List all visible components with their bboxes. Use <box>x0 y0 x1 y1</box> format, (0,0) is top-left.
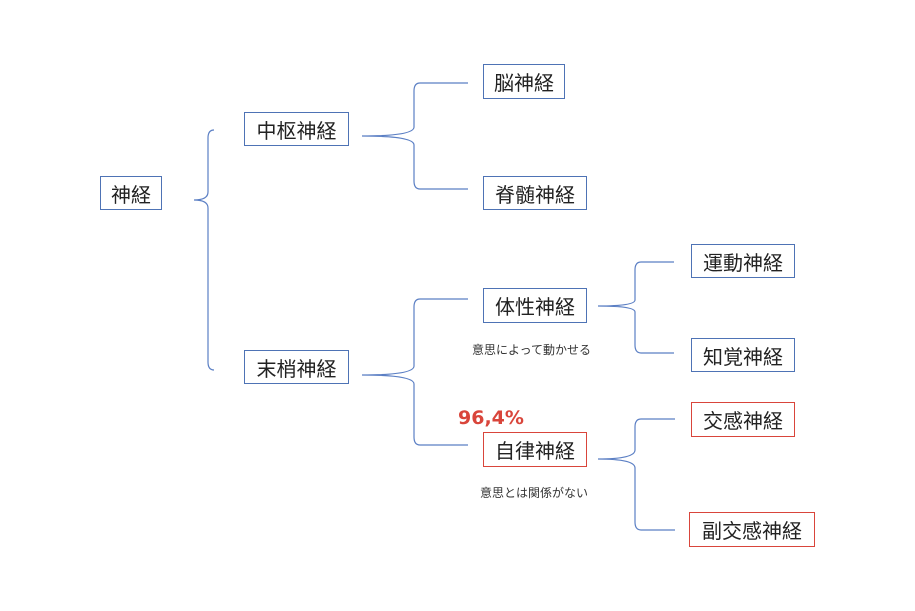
bracket-somatic <box>597 261 674 354</box>
node-sympathetic-nerve: 交感神経 <box>691 402 795 437</box>
node-somatic-nerve: 体性神経 <box>483 288 587 323</box>
node-brain-nerve: 脳神経 <box>483 64 565 99</box>
node-autonomic-nerve: 自律神経 <box>483 432 587 467</box>
node-nerve: 神経 <box>100 176 162 210</box>
node-peripheral-nerve: 末梢神経 <box>244 350 349 384</box>
node-central-nerve: 中枢神経 <box>244 112 349 146</box>
note-autonomic: 意思とは関係がない <box>480 486 589 500</box>
node-motor-nerve: 運動神経 <box>691 244 795 278</box>
note-somatic: 意思によって動かせる <box>472 343 592 357</box>
bracket-nerve <box>193 129 215 371</box>
bracket-peripheral <box>361 298 468 446</box>
bracket-autonomic <box>597 418 675 531</box>
node-sensory-nerve: 知覚神経 <box>691 338 795 372</box>
bracket-central <box>361 82 468 190</box>
node-parasympathetic-nerve: 副交感神経 <box>689 512 815 547</box>
node-spinal-nerve: 脊髄神経 <box>483 176 587 210</box>
stat-percentage: 96,4% <box>458 407 524 429</box>
